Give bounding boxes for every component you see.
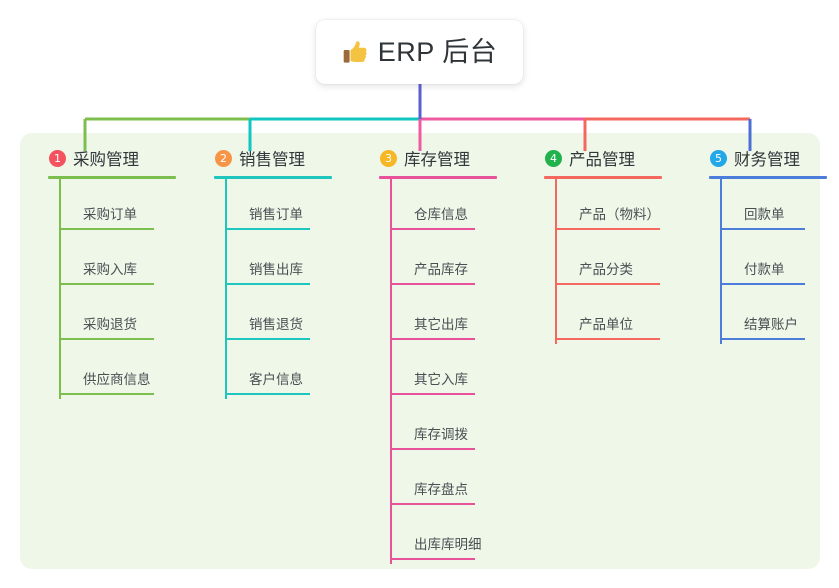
branch-column-5: 5 财务管理回款单付款单结算账户 (691, 146, 827, 344)
branch-item-label: 采购订单 (83, 207, 137, 222)
branch-item-underline (59, 393, 154, 395)
branch-spine (59, 179, 61, 399)
branch-item-label: 供应商信息 (83, 372, 151, 387)
branch-item-label: 回款单 (744, 207, 785, 222)
branch-spine (720, 179, 722, 344)
branch-item-underline (390, 338, 475, 340)
branch-item-underline (225, 283, 310, 285)
branch-item-label: 销售退货 (249, 317, 303, 332)
branch-item-label: 产品（物料） (579, 207, 660, 222)
branch-item-label: 付款单 (744, 262, 785, 277)
branch-number-badge: 5 (710, 149, 727, 167)
branch-spine (390, 179, 392, 564)
thumbs-up-icon (343, 40, 367, 63)
branch-item-label: 库存调拨 (414, 427, 468, 442)
branch-item-underline (390, 393, 475, 395)
branch-item-label: 产品单位 (579, 317, 633, 332)
branch-item-underline (59, 228, 154, 230)
branch-header-4[interactable]: 4 产品管理 (526, 146, 635, 170)
branch-item-label: 销售订单 (249, 207, 303, 222)
branch-title-rule (48, 176, 176, 179)
branch-title: 采购管理 (73, 151, 139, 169)
branch-item-underline (59, 338, 154, 340)
branch-item-label: 出库库明细 (414, 537, 482, 552)
branch-item-label: 库存盘点 (414, 482, 468, 497)
branch-item-underline (720, 228, 805, 230)
branch-spine (555, 179, 557, 344)
branch-header-5[interactable]: 5 财务管理 (691, 146, 800, 170)
branch-header-1[interactable]: 1 采购管理 (30, 146, 139, 170)
branch-item-underline (555, 338, 660, 340)
branch-item-underline (390, 558, 475, 560)
branch-item-underline (555, 228, 660, 230)
branch-item-label: 产品库存 (414, 262, 468, 277)
branch-item-underline (390, 283, 475, 285)
branch-header-3[interactable]: 3 库存管理 (361, 146, 470, 170)
branch-number-badge: 1 (49, 149, 66, 167)
branch-item-label: 产品分类 (579, 262, 633, 277)
branch-title-rule (709, 176, 827, 179)
branch-number-badge: 3 (380, 149, 397, 167)
branch-title: 财务管理 (734, 151, 800, 169)
branch-item-underline (720, 283, 805, 285)
branch-item-label: 结算账户 (744, 317, 798, 332)
branch-title: 产品管理 (569, 151, 635, 169)
branch-item-label: 采购退货 (83, 317, 137, 332)
branch-item-underline (225, 393, 310, 395)
branch-column-1: 1 采购管理采购订单采购入库采购退货供应商信息 (30, 146, 176, 399)
branch-item-underline (390, 448, 475, 450)
branch-item-underline (225, 228, 310, 230)
branch-item-underline (225, 338, 310, 340)
branch-number-badge: 4 (545, 149, 562, 167)
branch-item-label: 采购入库 (83, 262, 137, 277)
branch-item-label: 其它入库 (414, 372, 468, 387)
branch-title-rule (379, 176, 497, 179)
branch-item-label: 销售出库 (249, 262, 303, 277)
branch-title: 销售管理 (239, 151, 305, 169)
branch-item-underline (720, 338, 805, 340)
root-node[interactable]: ERP 后台 (316, 20, 523, 84)
branch-title-rule (544, 176, 662, 179)
branch-title: 库存管理 (404, 151, 470, 169)
branch-header-2[interactable]: 2 销售管理 (196, 146, 305, 170)
branch-item-underline (555, 283, 660, 285)
branch-title-rule (214, 176, 332, 179)
branch-item-label: 其它出库 (414, 317, 468, 332)
branch-column-2: 2 销售管理销售订单销售出库销售退货客户信息 (196, 146, 332, 399)
branch-number-badge: 2 (215, 149, 232, 167)
branch-item-label: 仓库信息 (414, 207, 468, 222)
root-title: ERP 后台 (377, 36, 498, 67)
branch-column-3: 3 库存管理仓库信息产品库存其它出库其它入库库存调拨库存盘点出库库明细 (361, 146, 497, 564)
branches-panel (20, 133, 820, 569)
branch-item-label: 客户信息 (249, 372, 303, 387)
branch-spine (225, 179, 227, 399)
branch-column-4: 4 产品管理产品（物料） 产品分类产品单位 (526, 146, 662, 344)
branch-item-underline (390, 503, 475, 505)
branch-item-underline (390, 228, 475, 230)
branch-item-underline (59, 283, 154, 285)
